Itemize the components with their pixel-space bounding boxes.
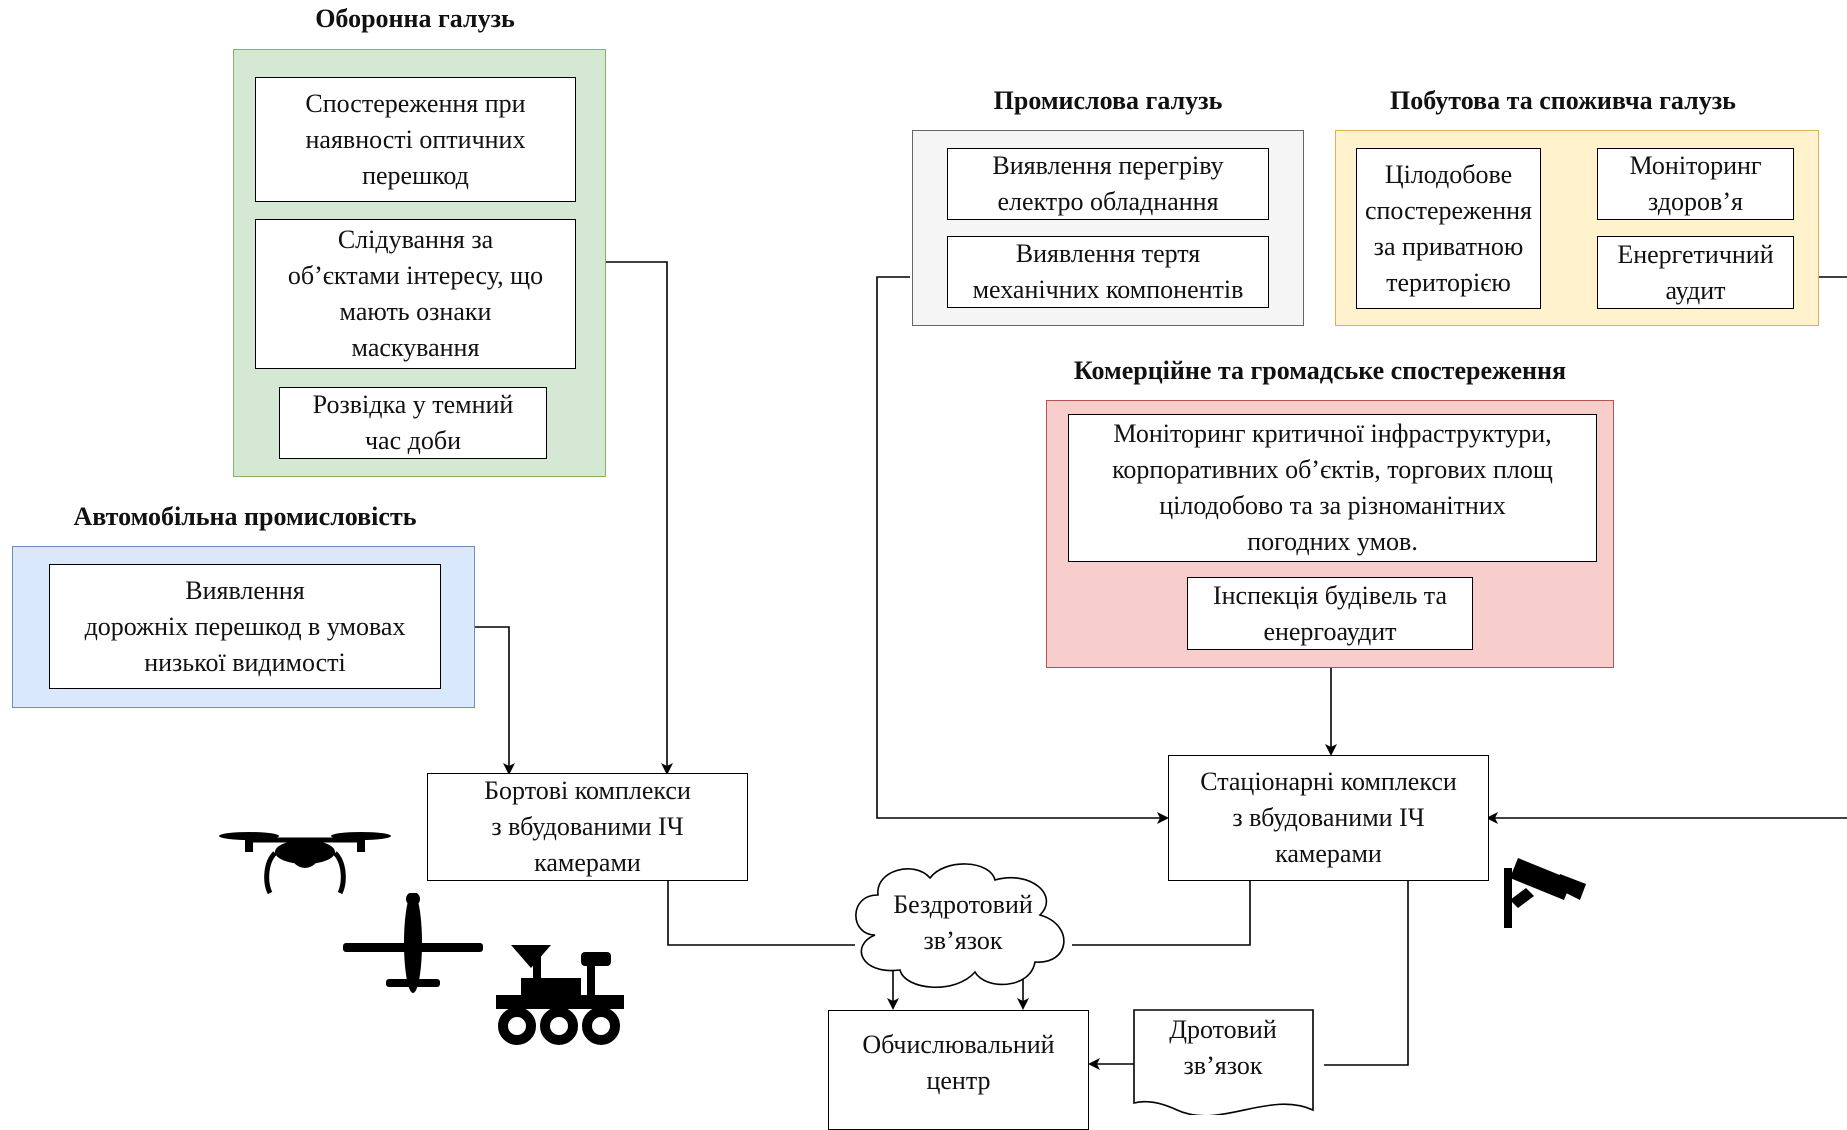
automotive-title: Автомобільна промисловість <box>73 502 417 531</box>
household-item-energy-audit: Енергетичний аудит <box>1597 236 1794 309</box>
edge-industrial-to-stationary <box>876 276 1169 824</box>
household-item-health-monitoring: Моніторинг здоров’я <box>1597 148 1794 220</box>
compute-center-node: Обчислювальний центр <box>828 1010 1089 1130</box>
commercial-item-building-inspection: Інспекція будівель та енергоаудит <box>1187 577 1473 650</box>
wired-document-shape <box>1133 1009 1314 1115</box>
commercial-item-infrastructure-monitoring: Моніторинг критичної інфраструктури, кор… <box>1068 414 1597 562</box>
industrial-title: Промислова галузь <box>993 86 1223 115</box>
rover-robot-icon <box>496 945 624 1045</box>
defense-title: Оборонна галузь <box>315 4 515 33</box>
defense-item-night-recon: Розвідка у темний час доби <box>279 387 547 459</box>
stationary-complexes-node: Стаціонарні комплекси з вбудованими ІЧ к… <box>1168 755 1489 881</box>
edge-onboard-to-wireless <box>667 881 855 946</box>
edge-stationary-to-wireless <box>1072 881 1251 946</box>
defense-item-optical-obstacles: Спостереження при наявності оптичних пер… <box>255 77 576 202</box>
edge-automotive-to-onboard <box>475 626 515 775</box>
wireless-cloud-shape <box>855 863 1065 989</box>
defense-item-camouflage-tracking: Слідування за об’єктами інтересу, що маю… <box>255 219 576 369</box>
edge-stationary-to-wired <box>1324 881 1409 1066</box>
quadcopter-drone-icon <box>219 832 391 895</box>
security-camera-icon <box>1504 858 1586 928</box>
automotive-item-road-obstacles: Виявлення дорожніх перешкод в умовах низ… <box>49 564 441 689</box>
industrial-item-friction: Виявлення тертя механічних компонентів <box>947 236 1269 308</box>
onboard-complexes-node: Бортові комплекси з вбудованими ІЧ камер… <box>427 773 748 881</box>
industrial-item-overheating: Виявлення перегріву електро обладнання <box>947 148 1269 220</box>
fixed-wing-drone-icon <box>343 893 483 993</box>
household-title: Побутова та споживча галузь <box>1390 86 1736 115</box>
commercial-title: Комерційне та громадське спостереження <box>1073 356 1567 385</box>
edge-defense-to-onboard <box>605 261 673 775</box>
household-item-private-surveillance: Цілодобове спостереження за приватною те… <box>1356 148 1541 309</box>
